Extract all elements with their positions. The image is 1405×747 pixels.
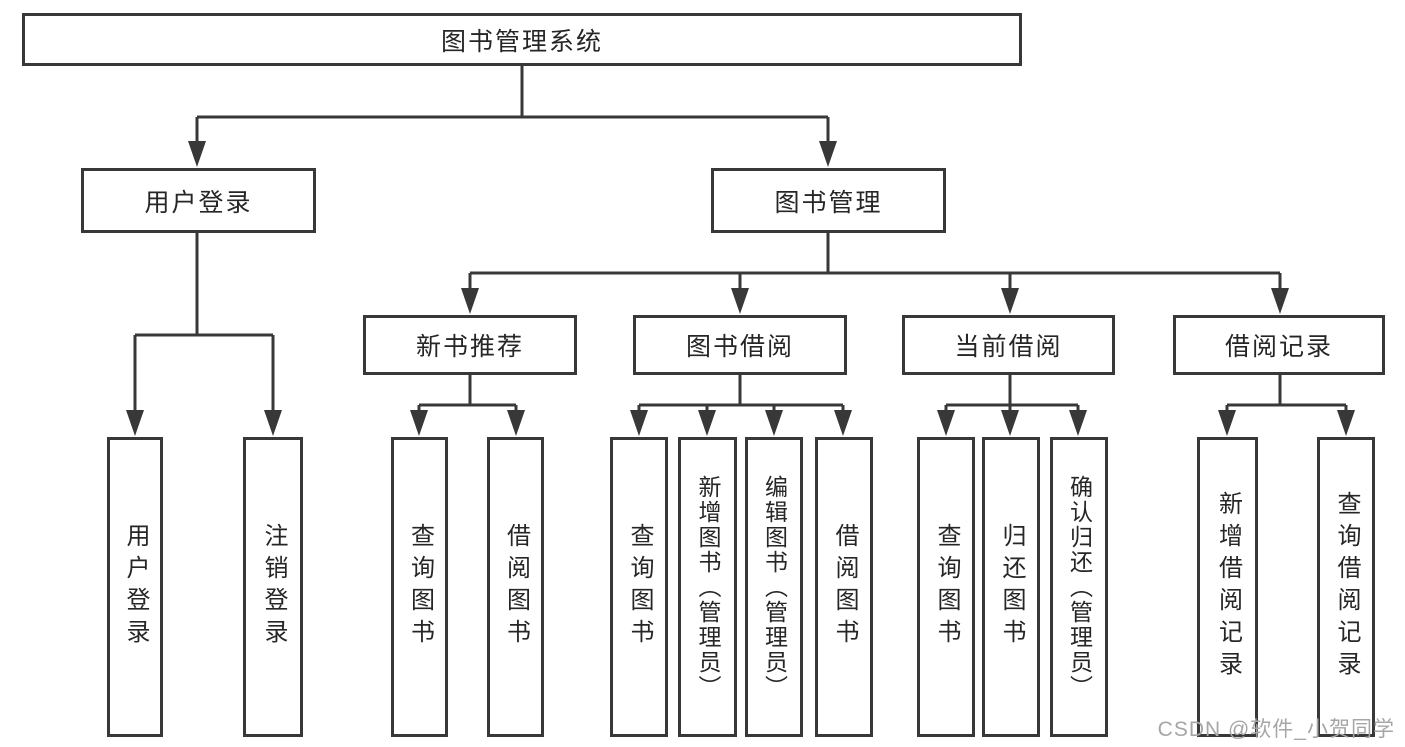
node-root-label: 图书管理系统 bbox=[440, 27, 603, 56]
leaf-user-login-label: 用户登录 bbox=[122, 523, 149, 651]
node-book-management: 图书管理 bbox=[711, 168, 946, 233]
leaf-recommend-query-book: 查询图书 bbox=[391, 437, 448, 737]
node-new-book-recommend: 新书推荐 bbox=[363, 315, 577, 375]
leaf-borrow-query-book-label: 查询图书 bbox=[626, 523, 653, 651]
node-root: 图书管理系统 bbox=[22, 13, 1022, 66]
leaf-borrow-book: 借阅图书 bbox=[815, 437, 873, 737]
leaf-add-borrow-record: 新增借阅记录 bbox=[1197, 437, 1258, 737]
leaf-add-borrow-record-label: 新增借阅记录 bbox=[1214, 491, 1242, 683]
node-borrow-records: 借阅记录 bbox=[1173, 315, 1385, 375]
leaf-return-book-label: 归还图书 bbox=[998, 523, 1025, 651]
leaf-confirm-return-admin-label: 确认归还（管理员） bbox=[1066, 474, 1093, 700]
node-user-login-label: 用户登录 bbox=[144, 188, 253, 217]
node-current-borrow-label: 当前借阅 bbox=[954, 333, 1063, 361]
leaf-recommend-borrow-book: 借阅图书 bbox=[487, 437, 544, 737]
node-book-borrow-label: 图书借阅 bbox=[685, 333, 794, 361]
leaf-query-borrow-record-label: 查询借阅记录 bbox=[1333, 491, 1360, 683]
csdn-watermark: CSDN @软件_小贺同学 bbox=[1157, 718, 1395, 741]
leaf-add-book-admin-label: 新增图书（管理员） bbox=[695, 474, 721, 700]
leaf-recommend-query-book-label: 查询图书 bbox=[406, 523, 434, 651]
leaf-edit-book-admin-label: 编辑图书（管理员） bbox=[761, 474, 788, 700]
leaf-logout: 注销登录 bbox=[243, 437, 303, 737]
node-borrow-records-label: 借阅记录 bbox=[1224, 333, 1333, 361]
leaf-current-query-book: 查询图书 bbox=[917, 437, 975, 737]
leaf-query-borrow-record: 查询借阅记录 bbox=[1317, 437, 1375, 737]
leaf-borrow-query-book: 查询图书 bbox=[610, 437, 668, 737]
node-book-borrow: 图书借阅 bbox=[633, 315, 847, 375]
leaf-user-login: 用户登录 bbox=[107, 437, 163, 737]
leaf-return-book: 归还图书 bbox=[982, 437, 1040, 737]
leaf-confirm-return-admin: 确认归还（管理员） bbox=[1050, 437, 1108, 737]
leaf-add-book-admin: 新增图书（管理员） bbox=[678, 437, 737, 737]
node-book-management-label: 图书管理 bbox=[774, 188, 883, 217]
leaf-recommend-borrow-book-label: 借阅图书 bbox=[502, 523, 530, 651]
leaf-current-query-book-label: 查询图书 bbox=[933, 523, 960, 651]
node-new-book-recommend-label: 新书推荐 bbox=[415, 333, 524, 361]
leaf-borrow-book-label: 借阅图书 bbox=[831, 523, 858, 651]
leaf-logout-label: 注销登录 bbox=[260, 523, 287, 651]
node-user-login: 用户登录 bbox=[81, 168, 316, 233]
node-current-borrow: 当前借阅 bbox=[902, 315, 1115, 375]
leaf-edit-book-admin: 编辑图书（管理员） bbox=[745, 437, 803, 737]
